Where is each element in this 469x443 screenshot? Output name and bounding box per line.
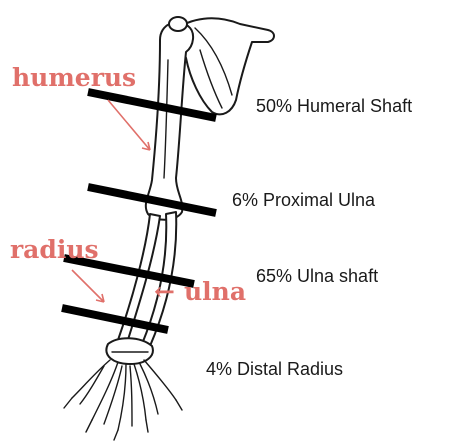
humerus-bone bbox=[146, 17, 193, 220]
humerus-arrow bbox=[108, 100, 150, 150]
fracture-label-distal-radius: 4% Distal Radius bbox=[206, 359, 343, 379]
ulna-label: ulna bbox=[184, 277, 246, 306]
humerus-label: humerus bbox=[12, 63, 136, 92]
ulna-arrow-glyph: ← bbox=[154, 277, 175, 306]
radius-label: radius bbox=[10, 235, 99, 264]
cut-line-humeral-shaft bbox=[88, 92, 216, 118]
hand-bones bbox=[64, 338, 182, 440]
fracture-label-humeral-shaft: 50% Humeral Shaft bbox=[256, 96, 412, 116]
fracture-label-ulna-shaft: 65% Ulna shaft bbox=[256, 266, 378, 286]
fracture-label-proximal-ulna: 6% Proximal Ulna bbox=[232, 190, 376, 210]
radius-arrow bbox=[72, 270, 104, 302]
